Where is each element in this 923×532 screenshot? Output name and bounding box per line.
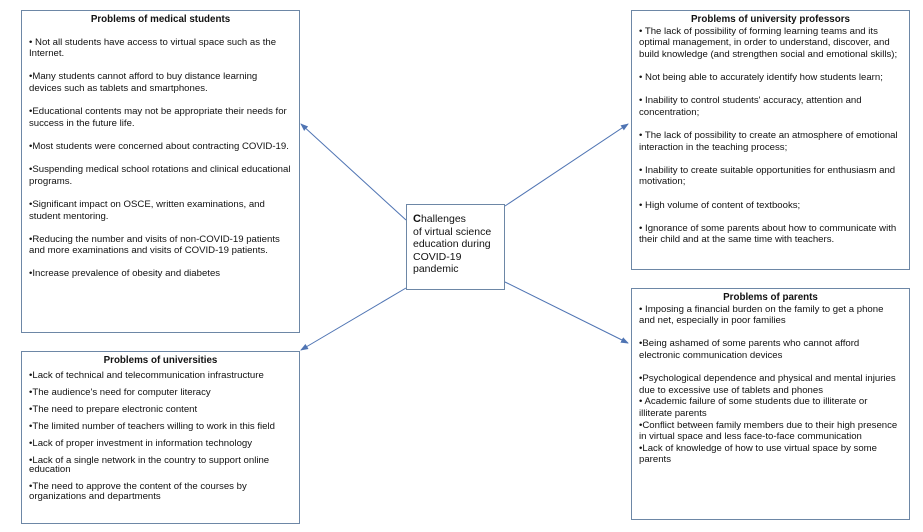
list-item: • Not all students have access to virtua… [29, 36, 277, 60]
list-item: •Many students cannot afford to buy dist… [29, 71, 258, 94]
list-item: • Ignorance of some parents about how to… [639, 222, 897, 246]
list-item: •Significant impact on OSCE, written exa… [29, 198, 265, 222]
universities-box: Problems of universities •Lack of techni… [21, 351, 300, 524]
list-item: •Lack of proper investment in informatio… [29, 437, 253, 449]
central-challenges-box: Challenges of virtual science education … [406, 204, 505, 290]
list-item: • The lack of possibility of forming lea… [639, 25, 898, 60]
list-item: • Academic failure of some students due … [639, 396, 868, 419]
center-first-letter: C [413, 213, 421, 225]
list-item: • Inability to create suitable opportuni… [639, 164, 896, 188]
universities-title: Problems of universities [103, 355, 218, 366]
list-item: •Most students were concerned about cont… [29, 140, 289, 152]
center-first-word: hallenges [420, 213, 466, 225]
professors-title: Problems of university professors [691, 14, 850, 25]
medical-students-title: Problems of medical students [90, 14, 231, 25]
list-item: •Increase prevalence of obesity and diab… [29, 268, 221, 280]
list-item: •Suspending medical school rotations and… [29, 164, 291, 187]
arrow-to-professors [504, 123, 629, 207]
list-item: •The audience's need for computer litera… [29, 386, 211, 398]
list-item: •The limited number of teachers willing … [29, 420, 275, 432]
arrow-to-universities [300, 287, 407, 351]
list-item: • Imposing a financial burden on the fam… [639, 303, 884, 327]
list-item: •Lack of knowledge of how to use virtual… [639, 442, 878, 466]
list-item: • Inability to control students' accurac… [639, 95, 862, 118]
center-text: of virtual science education during COVI… [413, 225, 492, 276]
list-item: •The need to approve the content of the … [29, 481, 247, 502]
parents-box: Problems of parents • Imposing a financi… [631, 288, 910, 520]
list-item: •Reducing the number and visits of non-C… [29, 233, 280, 257]
arrow-to-medical-students [300, 123, 407, 221]
list-item: • High volume of content of textbooks; [639, 199, 801, 211]
list-item: • Not being able to accurately identify … [639, 71, 883, 83]
arrow-to-parents [504, 281, 629, 344]
list-item: • The lack of possibility to create an a… [639, 129, 898, 153]
professors-box: Problems of university professors • The … [631, 10, 910, 270]
list-item: •Lack of a single network in the country… [29, 454, 270, 476]
parents-title: Problems of parents [723, 292, 818, 303]
medical-students-box: Problems of medical students • Not all s… [21, 10, 300, 333]
list-item: •Psychological dependence and physical a… [639, 373, 896, 396]
list-item: •Educational contents may not be appropr… [29, 106, 287, 129]
list-item: •The need to prepare electronic content [29, 403, 198, 415]
list-item: •Conflict between family members due to … [639, 419, 898, 443]
list-item: •Being ashamed of some parents who canno… [639, 338, 860, 361]
list-item: •Lack of technical and telecommunication… [29, 369, 264, 381]
